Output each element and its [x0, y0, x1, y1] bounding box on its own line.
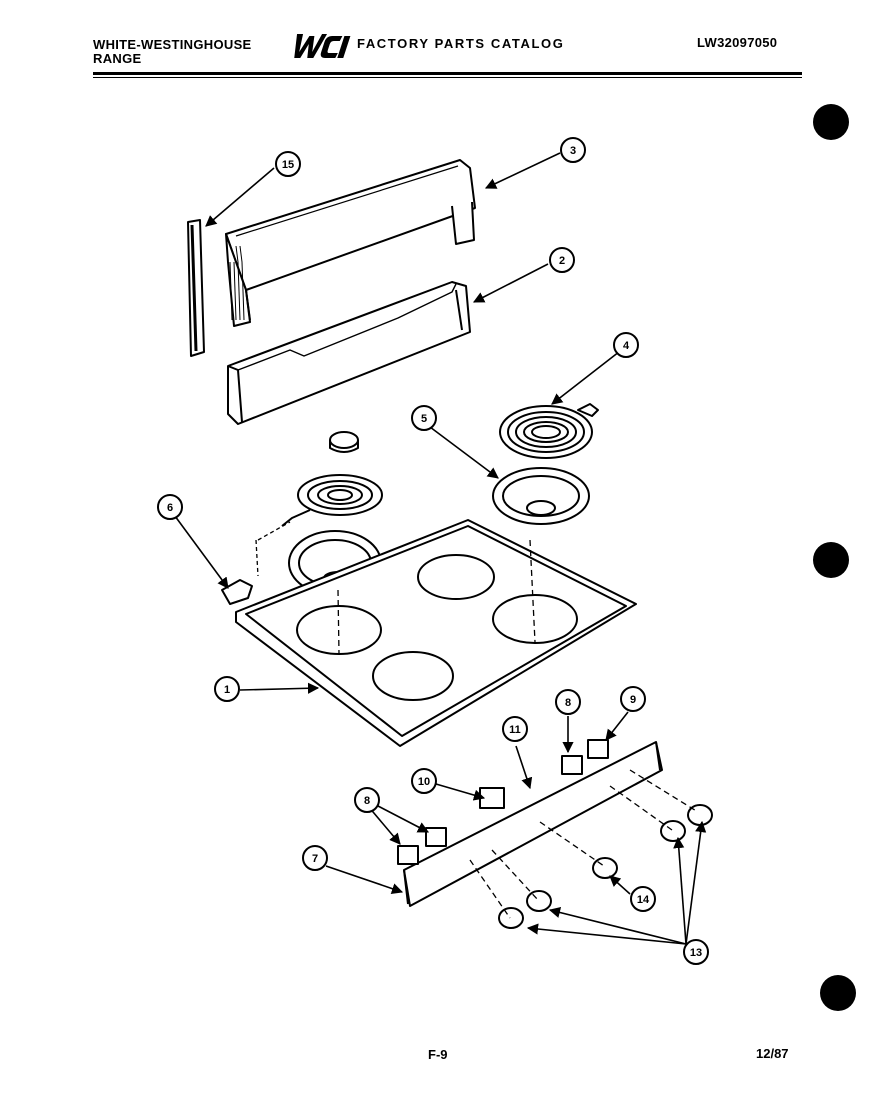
callout-10: 10	[411, 768, 437, 794]
callout-11: 11	[502, 716, 528, 742]
callout-2: 2	[549, 247, 575, 273]
svg-text:9: 9	[630, 694, 636, 706]
callout-13: 13	[683, 939, 709, 965]
svg-text:2: 2	[559, 255, 565, 267]
callout-4: 4	[613, 332, 639, 358]
brand-name: WHITE-WESTINGHOUSE	[93, 37, 252, 52]
svg-text:3: 3	[570, 145, 576, 157]
svg-text:11: 11	[509, 724, 521, 736]
callout-15: 15	[275, 151, 301, 177]
binder-hole	[820, 975, 856, 1011]
callout-1: 1	[214, 676, 240, 702]
catalog-date: 12/87	[756, 1046, 789, 1061]
svg-text:8: 8	[565, 697, 571, 709]
callout-3: 3	[560, 137, 586, 163]
product-type: RANGE	[93, 51, 142, 66]
svg-text:15: 15	[282, 159, 294, 171]
surface-element-part	[281, 474, 383, 527]
binder-hole	[813, 542, 849, 578]
backguard-lower-part	[227, 281, 471, 425]
svg-text:8: 8	[364, 795, 370, 807]
callout-6: 6	[157, 494, 183, 520]
model-number: LW32097050	[697, 35, 778, 50]
receptacle-part	[221, 521, 291, 605]
svg-text:7: 7	[312, 853, 318, 865]
callout-5: 5	[411, 405, 437, 431]
svg-text:14: 14	[637, 894, 650, 906]
callout-14: 14	[630, 886, 656, 912]
svg-text:5: 5	[421, 413, 427, 425]
header-rule	[93, 72, 802, 75]
surface-element-part	[499, 403, 599, 459]
control-panel-part	[403, 741, 663, 907]
side-trim-part	[187, 219, 205, 357]
cooktop-part	[235, 519, 637, 747]
backguard-part	[225, 159, 476, 327]
page-number: F-9	[428, 1047, 448, 1062]
header-rule-thin	[93, 77, 802, 78]
svg-text:6: 6	[167, 502, 173, 514]
drip-pan-part	[492, 467, 590, 525]
svg-text:4: 4	[623, 340, 630, 352]
wci-logo	[287, 32, 353, 58]
binder-hole	[813, 104, 849, 140]
callout-8-top: 8	[555, 689, 581, 715]
svg-text:1: 1	[224, 684, 230, 696]
svg-text:10: 10	[418, 776, 430, 788]
knob-part	[498, 804, 713, 929]
callout-9: 9	[620, 686, 646, 712]
callout-8-left: 8	[354, 787, 380, 813]
terminal-block-part	[329, 431, 359, 453]
catalog-title: FACTORY PARTS CATALOG	[357, 36, 565, 51]
callout-7: 7	[302, 845, 328, 871]
svg-text:13: 13	[690, 947, 702, 959]
callout-labels: 15 3 2 4 5 6 1	[157, 137, 709, 965]
